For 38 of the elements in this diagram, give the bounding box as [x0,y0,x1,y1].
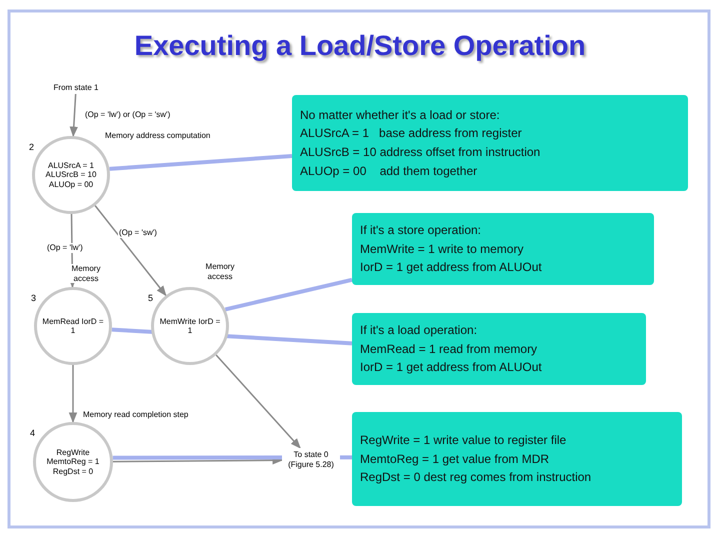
callout-text: IorD = 1 get address from ALUOut [360,359,543,376]
callout-text: If it's a store operation: [360,222,482,240]
state-text: MemRead IorD = 1 [42,316,104,336]
state-number: 5 [147,293,154,304]
state-number: 4 [29,428,36,439]
state-number: 2 [28,142,36,153]
edge-label: (Op = 'lw') or (Op = 'sw') [84,110,172,120]
slide-title: Executing a Load/Store Operation [133,30,587,62]
edge-label: (Op = 'lw') [46,243,84,253]
callout-box [352,213,654,285]
callout-text: IorD = 1 get address from ALUOut [360,259,543,276]
arrow [216,354,301,449]
annotation-text: Memory address computation [104,131,212,141]
annotation-text: Memory read completion step [82,410,190,420]
callout-box [352,412,682,506]
state-text: RegWrite MemtoReg = 1 RegDst = 0 [46,448,100,476]
callout-text: If it's a load operation: [360,322,478,340]
edge-label: (Op = 'sw') [118,228,158,238]
callout-text: ALUOp = 00 add them together [300,162,478,180]
leader-line [109,154,292,171]
callout-text: MemRead = 1 read from memory [360,340,538,358]
text-node: To state 0 (Figure 5.28) [282,448,340,472]
callout-box [352,313,646,385]
arrow [68,365,78,424]
state-number: 3 [30,293,38,304]
state-text: ALUSrcA = 1 ALUSrcB = 10 ALUOp = 00 [44,161,98,189]
state-text: MemWrite IorD = 1 [159,316,221,336]
callout-text: No matter whether it's a load or store: [300,106,501,124]
callout-box [292,95,688,191]
callout-text: ALUSrcB = 10 address offset from instruction [300,144,542,161]
callout-text: MemWrite = 1 write to memory [360,240,524,258]
leader-line [224,278,352,312]
callout-text: RegWrite = 1 write value to register file [360,432,568,450]
callout-text: RegDst = 0 dest reg comes from instruction [360,469,592,486]
arrow [94,205,166,296]
callout-text: MemtoReg = 1 get value from MDR [360,450,550,468]
callout-text: ALUSrcA = 1 base address from register [300,125,523,142]
arrow [70,94,78,138]
